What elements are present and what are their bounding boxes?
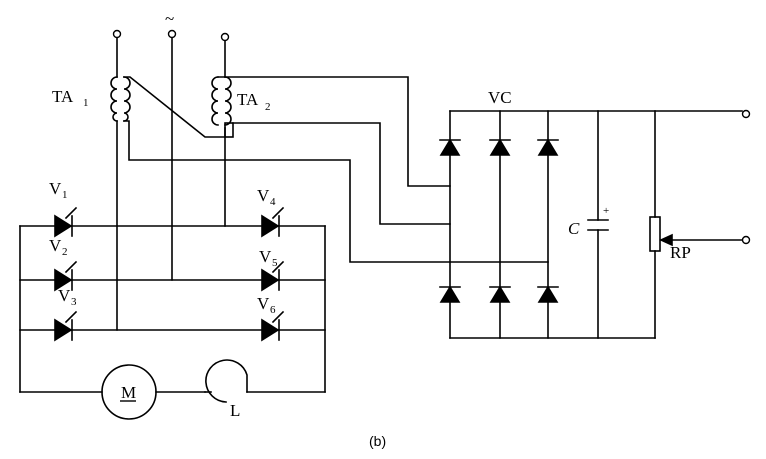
rp-body xyxy=(649,216,661,252)
diode-upper-3 xyxy=(537,138,559,156)
ta2-tap xyxy=(224,122,234,138)
v5-label: V xyxy=(259,247,272,266)
capacitor-c: C + xyxy=(568,110,609,339)
v6-label: V xyxy=(257,294,270,313)
diode-lower-1 xyxy=(439,285,461,303)
diode-lower-3 xyxy=(537,285,559,303)
rp-label: RP xyxy=(670,243,691,262)
v3-subscript: 3 xyxy=(71,296,77,308)
ta1-diagonal-wire xyxy=(123,76,226,138)
ta1-primary-coil xyxy=(110,76,118,122)
load-label: L xyxy=(230,401,240,420)
v4-subscript: 4 xyxy=(270,196,276,208)
output-terminal-top xyxy=(741,109,751,119)
ta1-label: TA xyxy=(52,87,74,106)
ct-wire-3 xyxy=(123,120,549,263)
thyristor-v5: V 5 xyxy=(259,247,285,292)
capacitor-label: C xyxy=(568,219,580,238)
vc-label: VC xyxy=(488,88,512,107)
load-winding-symbol xyxy=(205,359,248,403)
v2-subscript: 2 xyxy=(62,246,68,258)
motor-symbol xyxy=(101,364,157,420)
thyristor-v6: V 6 xyxy=(257,294,285,342)
potentiometer-rp: RP xyxy=(649,110,743,339)
ct-wire-2 xyxy=(232,122,451,225)
thyristor-v2: V 2 xyxy=(49,236,78,292)
diode-upper-2 xyxy=(489,138,511,156)
terminal-phase-2 xyxy=(167,29,177,39)
ta1-subscript: 1 xyxy=(83,97,89,109)
ta2-secondary-coil xyxy=(211,76,219,126)
capacitor-polarity: + xyxy=(603,205,609,217)
motor-label: M xyxy=(121,383,136,402)
v1-subscript: 1 xyxy=(62,189,68,201)
ta2-label: TA xyxy=(237,90,259,109)
ta1-secondary-coil xyxy=(123,76,131,122)
ta2-subscript: 2 xyxy=(265,101,271,113)
v2-label: V xyxy=(49,236,62,255)
thyristor-v1: V 1 xyxy=(49,179,78,238)
thyristor-v4: V 4 xyxy=(257,186,285,238)
diode-lower-2 xyxy=(489,285,511,303)
rectifier-vc: VC xyxy=(439,88,743,339)
output-terminal-wiper xyxy=(741,235,751,245)
ac-symbol: ~ xyxy=(165,9,174,28)
supply-terminals: ~ xyxy=(112,9,230,42)
ct-wire-1 xyxy=(217,76,451,187)
thyristor-bridge: V 1 V 2 V 3 V 4 xyxy=(19,179,326,393)
terminal-phase-1 xyxy=(112,29,122,39)
v4-label: V xyxy=(257,186,270,205)
rp-wiper-arrow xyxy=(659,233,673,247)
terminal-phase-3 xyxy=(220,32,230,42)
v3-label: V xyxy=(58,286,71,305)
load-winding: L xyxy=(204,359,248,420)
v6-subscript: 6 xyxy=(270,304,276,316)
current-transformer-ta1: TA 1 xyxy=(52,76,131,122)
motor: M xyxy=(101,364,157,420)
v1-label: V xyxy=(49,179,62,198)
v5-subscript: 5 xyxy=(272,257,278,269)
figure-caption: (b) xyxy=(369,433,386,449)
current-transformer-ta2: TA 2 xyxy=(211,76,271,138)
thyristor-v3: V 3 xyxy=(54,286,78,342)
diode-upper-1 xyxy=(439,138,461,156)
ta2-primary-coil xyxy=(224,76,232,126)
